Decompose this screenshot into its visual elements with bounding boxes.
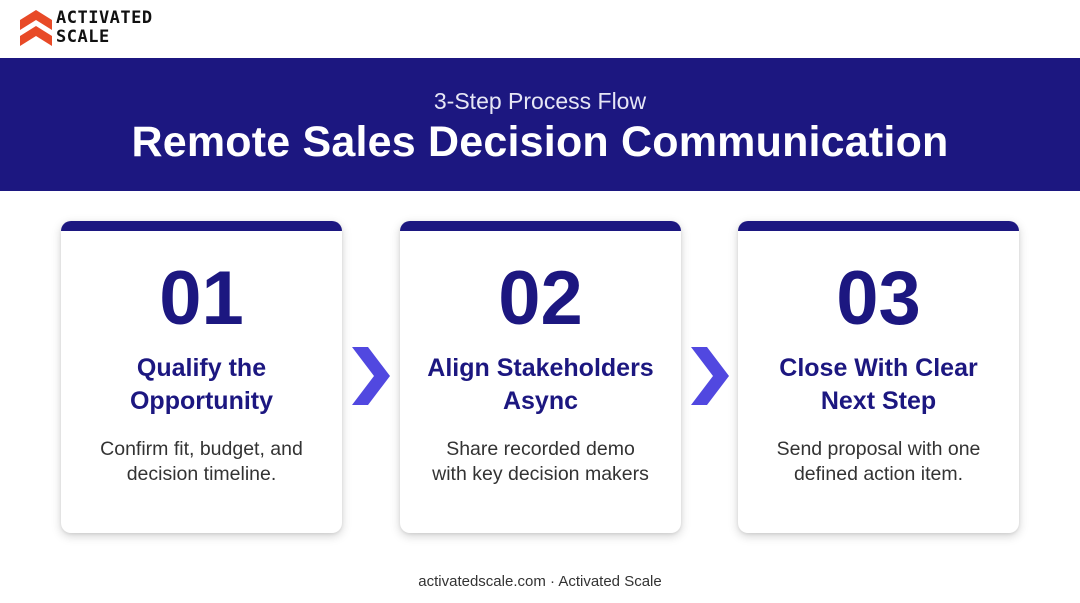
brand-wordmark: ACTIVATED SCALE <box>56 9 153 47</box>
step-description: Share recorded demo with key decision ma… <box>410 437 671 487</box>
step-heading: Align Stakeholders Async <box>410 352 671 418</box>
step-card-1: 01 Qualify the Opportunity Confirm fit, … <box>61 221 342 533</box>
double-chevron-up-icon <box>20 10 52 46</box>
brand-line-2: SCALE <box>56 27 110 47</box>
step-heading-line: Align Stakeholders <box>427 354 654 382</box>
brand-logo[interactable]: ACTIVATED SCALE <box>20 8 153 48</box>
step-description: Confirm fit, budget, and decision timeli… <box>71 437 332 487</box>
step-description-line: Share recorded demo <box>446 438 635 460</box>
step-description-line: with key decision makers <box>432 463 649 485</box>
step-description-line: defined action item. <box>793 463 964 485</box>
step-description-line: Confirm fit, budget, and <box>100 438 303 460</box>
step-heading-line: Next Step <box>820 387 937 415</box>
step-heading-line: Opportunity <box>129 387 274 415</box>
step-heading-line: Async <box>502 387 579 415</box>
step-number: 01 <box>159 256 244 341</box>
page-title: Remote Sales Decision Communication <box>131 118 949 166</box>
step-description: Send proposal with one defined action it… <box>748 437 1009 487</box>
card-accent-bar <box>400 221 681 231</box>
step-card-2: 02 Align Stakeholders Async Share record… <box>400 221 681 533</box>
card-accent-bar <box>738 221 1019 231</box>
step-heading-line: Close With Clear <box>779 354 978 382</box>
footer-credit: activatedscale.com · Activated Scale <box>418 573 662 590</box>
step-heading: Close With Clear Next Step <box>748 352 1009 418</box>
chevron-right-icon <box>352 347 390 405</box>
step-description-line: decision timeline. <box>126 463 277 485</box>
brand-line-1: ACTIVATED <box>56 8 153 28</box>
page-subtitle: 3-Step Process Flow <box>433 88 647 114</box>
step-card-3: 03 Close With Clear Next Step Send propo… <box>738 221 1019 533</box>
step-description-line: Send proposal with one <box>776 438 981 460</box>
step-number: 03 <box>836 256 921 341</box>
step-number: 02 <box>498 256 583 341</box>
chevron-right-icon <box>691 347 729 405</box>
step-heading-line: Qualify the <box>136 354 267 382</box>
step-heading: Qualify the Opportunity <box>71 352 332 418</box>
header-banner: 3-Step Process Flow Remote Sales Decisio… <box>0 58 1080 191</box>
card-accent-bar <box>61 221 342 231</box>
